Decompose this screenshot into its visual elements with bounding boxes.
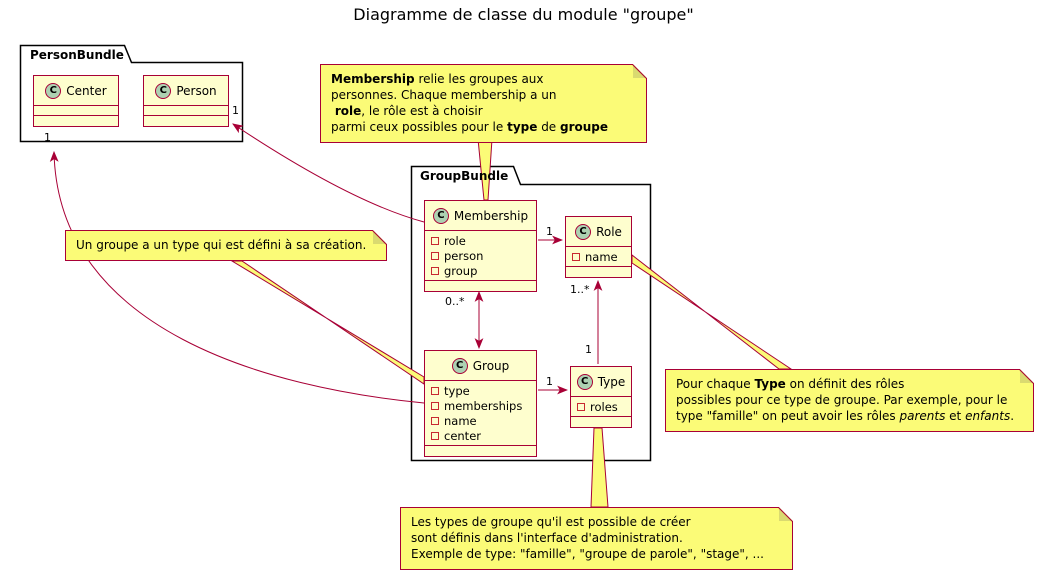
attributes-compartment: type memberships name center xyxy=(425,381,536,445)
diagram-title: Diagramme de classe du module "groupe" xyxy=(353,5,694,24)
field-icon xyxy=(431,401,439,410)
class-name: Person xyxy=(176,83,217,98)
methods-compartment xyxy=(34,115,118,126)
attribute-label: roles xyxy=(590,399,618,414)
attribute-label: center xyxy=(444,428,481,443)
attributes-compartment: name xyxy=(566,247,631,266)
class-header: C Group xyxy=(425,351,536,381)
note-group-type: Un groupe a un type qui est défini à sa … xyxy=(65,230,387,261)
class-name: Type xyxy=(597,374,626,389)
class-header: C Center xyxy=(34,76,118,106)
multiplicity-membership-role: 1 xyxy=(546,225,553,238)
field-icon xyxy=(577,402,585,411)
attributes-compartment xyxy=(144,106,228,115)
attribute-label: person xyxy=(444,248,484,263)
note-types-admin: Les types de groupe qu'il est possible d… xyxy=(400,507,793,570)
field-icon xyxy=(572,252,580,261)
multiplicity-group-memberships: 0..* xyxy=(445,295,465,308)
attribute-row: person xyxy=(425,248,536,263)
class-header: C Role xyxy=(566,217,631,247)
attributes-compartment: roles xyxy=(571,397,631,416)
attribute-row: center xyxy=(425,428,536,443)
multiplicity-group-type: 1 xyxy=(546,375,553,388)
methods-compartment xyxy=(425,445,536,456)
methods-compartment xyxy=(425,280,536,291)
attribute-label: role xyxy=(444,233,466,248)
package-label-personbundle: PersonBundle xyxy=(30,48,124,62)
multiplicity-type-side: 1 xyxy=(585,343,592,356)
class-icon: C xyxy=(45,82,62,99)
class-group: C Group type memberships name center xyxy=(424,350,537,457)
attribute-label: type xyxy=(444,383,470,398)
note-band-group-type xyxy=(230,260,425,385)
class-center: C Center xyxy=(33,75,119,127)
attribute-row: name xyxy=(425,413,536,428)
association-membership-person xyxy=(232,123,425,223)
attribute-row: group xyxy=(425,263,536,278)
class-icon: C xyxy=(576,373,593,390)
class-header: C Person xyxy=(144,76,228,106)
class-name: Group xyxy=(472,358,510,373)
methods-compartment xyxy=(566,266,631,277)
note-band-type-roles xyxy=(631,253,793,370)
package-label-groupbundle: GroupBundle xyxy=(420,169,509,183)
attributes-compartment: role person group xyxy=(425,231,536,280)
class-icon: C xyxy=(155,82,172,99)
multiplicity-membership-person: 1 xyxy=(232,104,239,117)
class-icon: C xyxy=(432,207,449,224)
attribute-label: group xyxy=(444,263,478,278)
field-icon xyxy=(431,431,439,440)
attribute-row: role xyxy=(425,233,536,248)
attribute-row: name xyxy=(566,249,631,264)
field-icon xyxy=(431,236,439,245)
attribute-row: roles xyxy=(571,399,631,414)
attribute-label: memberships xyxy=(444,398,523,413)
class-header: C Membership xyxy=(425,201,536,231)
attribute-row: memberships xyxy=(425,398,536,413)
methods-compartment xyxy=(144,115,228,126)
class-name: Role xyxy=(596,224,622,239)
class-role: C Role name xyxy=(565,216,632,278)
field-icon xyxy=(431,251,439,260)
class-person: C Person xyxy=(143,75,229,127)
attribute-row: type xyxy=(425,383,536,398)
class-icon: C xyxy=(451,357,468,374)
field-icon xyxy=(431,386,439,395)
field-icon xyxy=(431,416,439,425)
class-name: Membership xyxy=(453,208,529,223)
attribute-label: name xyxy=(585,249,618,264)
class-type: C Type roles xyxy=(570,366,632,428)
multiplicity-type-roles: 1..* xyxy=(570,283,590,296)
association-group-center xyxy=(49,150,425,404)
class-header: C Type xyxy=(571,367,631,397)
methods-compartment xyxy=(571,416,631,427)
class-name: Center xyxy=(66,83,107,98)
class-membership: C Membership role person group xyxy=(424,200,537,292)
class-icon: C xyxy=(575,223,592,240)
attribute-label: name xyxy=(444,413,477,428)
attributes-compartment xyxy=(34,106,118,115)
field-icon xyxy=(431,266,439,275)
multiplicity-group-center: 1 xyxy=(44,131,51,144)
